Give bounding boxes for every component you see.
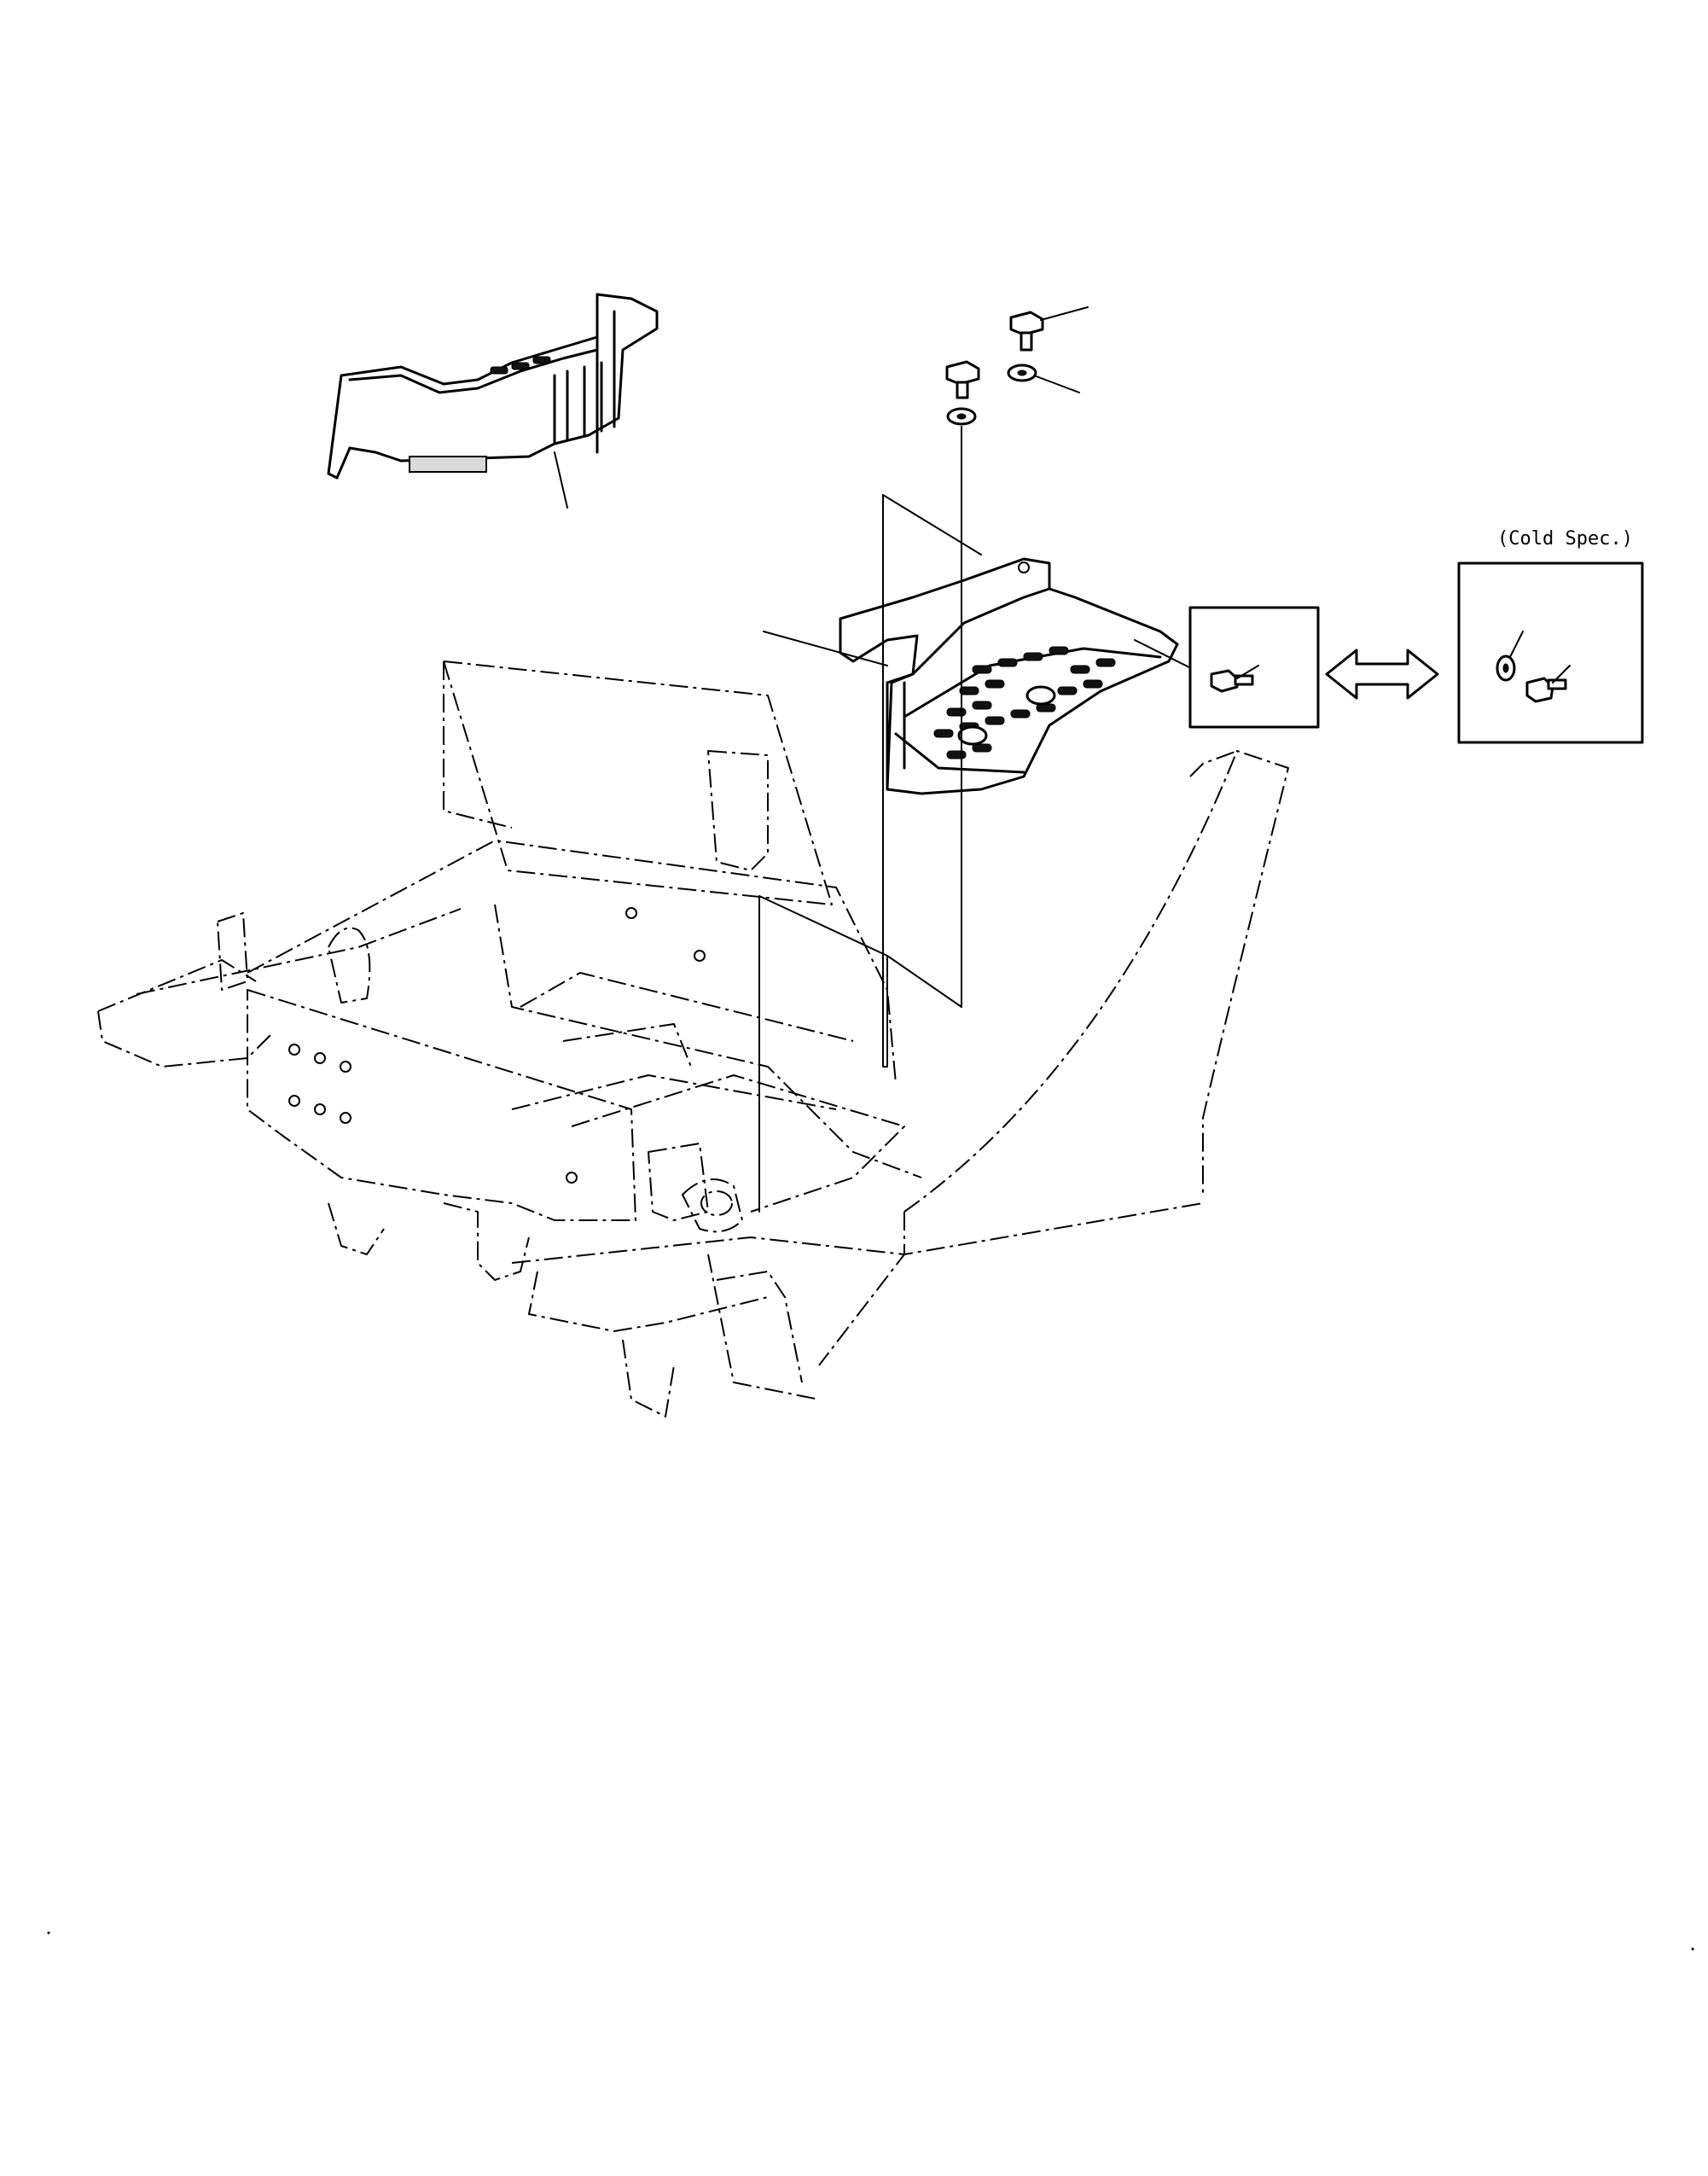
bolt-lower <box>945 360 980 399</box>
detail-box-cold-spec: (Cold Spec.) <box>1457 528 1644 744</box>
cold-spec-bolt <box>1525 665 1571 703</box>
bolt-upper <box>1009 311 1044 352</box>
detail-box-standard <box>1188 606 1320 729</box>
washer-lower <box>946 407 977 426</box>
cold-spec-washer <box>1496 631 1524 682</box>
step-grip-slots <box>933 646 1116 759</box>
cold-spec-title: (Cold Spec.) <box>1497 528 1633 550</box>
step-part <box>839 557 1179 795</box>
washer-upper <box>1007 364 1037 382</box>
double-arrow-icon <box>1325 649 1439 700</box>
step-cover-part <box>327 293 659 480</box>
scan-speck-left <box>47 1931 50 1935</box>
scan-speck-right <box>1691 1947 1694 1951</box>
frame-assembly <box>97 660 1289 1417</box>
assembly-lines <box>758 426 1204 1213</box>
callout-leaders <box>554 306 1089 666</box>
